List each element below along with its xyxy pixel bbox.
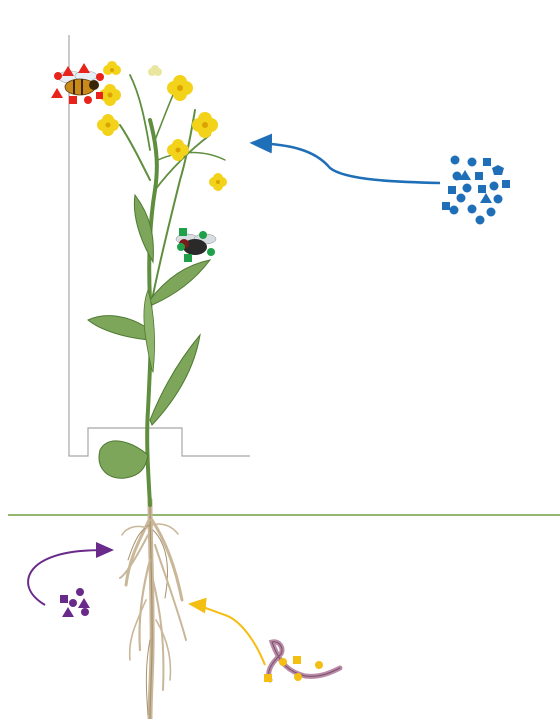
airborne-compound-cluster	[442, 156, 510, 225]
plant-flowers	[97, 61, 227, 191]
arrow-airborne-to-flowers	[252, 143, 440, 183]
arrow-soil-compounds-to-roots	[28, 550, 112, 605]
plant-roots	[120, 500, 186, 719]
soil-compound-cluster	[60, 588, 90, 617]
arrow-worm-to-roots	[190, 604, 265, 665]
